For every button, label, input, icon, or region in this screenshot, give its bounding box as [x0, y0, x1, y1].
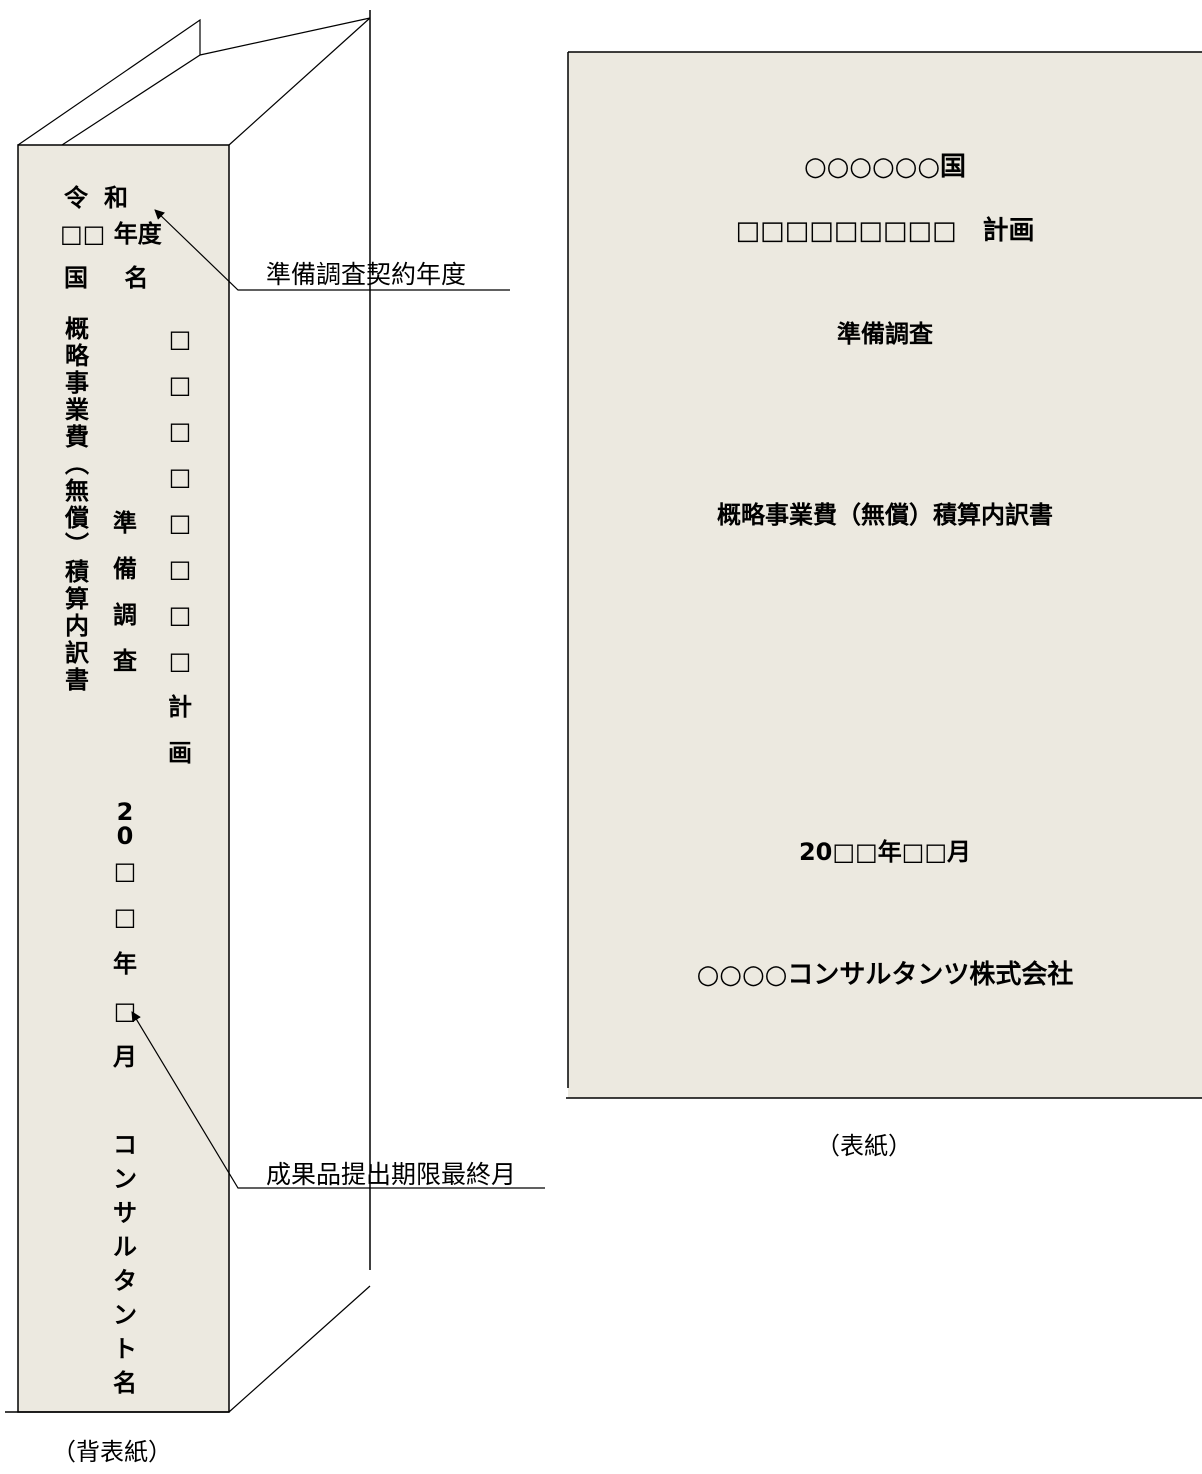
deadline-month-leader	[131, 1011, 545, 1189]
spine-project-name: □□□□□□□□計画	[168, 325, 192, 767]
cover-project: □□□□□□□□□ 計画	[735, 216, 1035, 246]
cover-country: ○○○○○○国	[803, 152, 967, 182]
spine-consultant-name: コンサルタント名	[113, 1131, 137, 1397]
book-top-right-edge	[228, 17, 371, 146]
callout-contract-year: 準備調査契約年度	[266, 260, 467, 289]
cover-date: 20□□年□□月	[798, 838, 972, 866]
spine-country-name: 国 名	[64, 264, 163, 292]
caption-spine: （背表紙）	[52, 1438, 172, 1466]
spine-panel	[17, 144, 230, 1413]
cover-panel	[568, 52, 1202, 1098]
spine-survey-title: 準備調査	[113, 509, 137, 675]
contract-year-leader	[154, 209, 510, 291]
caption-cover: （表紙）	[816, 1132, 912, 1160]
spine-era: 令和	[64, 184, 144, 212]
cover-consultant: ○○○○コンサルタンツ株式会社	[696, 960, 1074, 990]
spine-document-title: 概略事業費︵無償︶積算内訳書	[65, 315, 89, 694]
book-top-back-edge	[199, 17, 371, 56]
book-bottom-edge	[228, 1285, 371, 1413]
cover-document-title: 概略事業費（無償）積算内訳書	[717, 501, 1053, 529]
spine-fiscal-year: □□ 年度	[60, 220, 162, 248]
cover-survey: 準備調査	[837, 320, 933, 348]
book-top-outline	[17, 18, 201, 146]
callout-deadline-month: 成果品提出期限最終月	[266, 1160, 517, 1189]
